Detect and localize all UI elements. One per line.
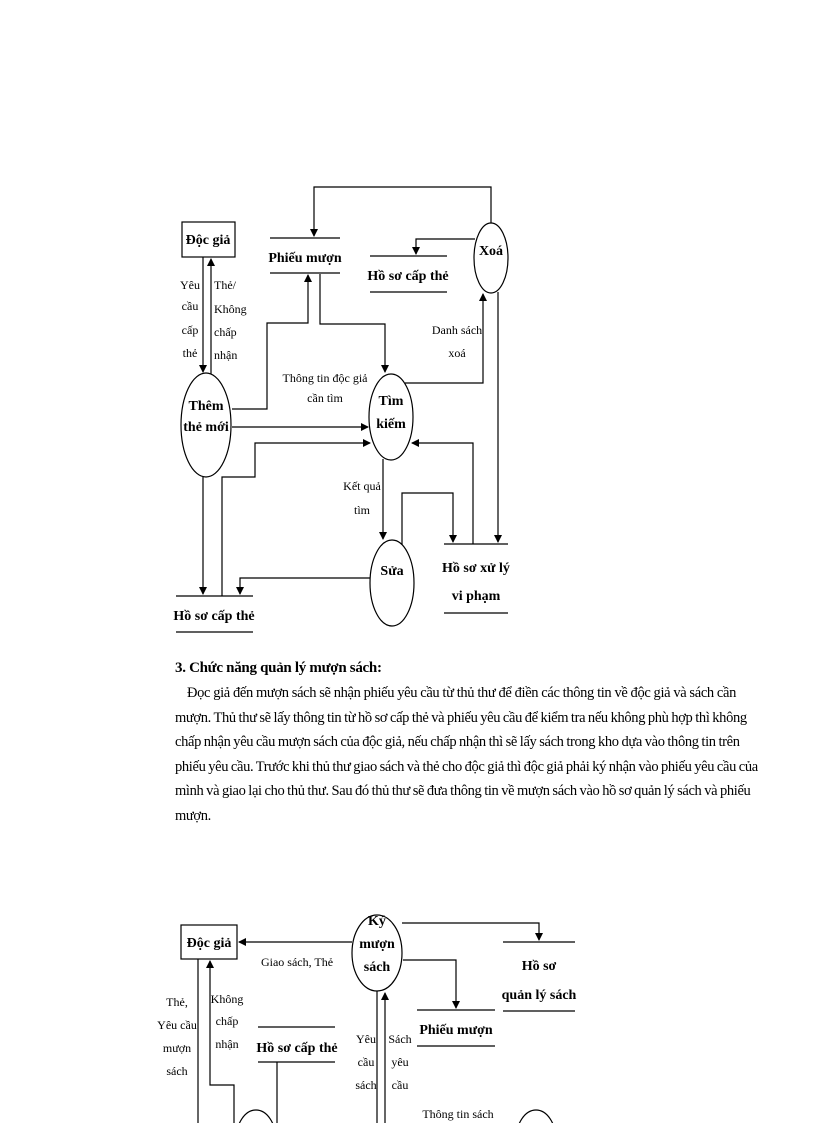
flow-timkiem-to-xoa [405, 293, 487, 384]
svg-text:Phiếu mượn: Phiếu mượn [419, 1023, 493, 1038]
paragraph-line: chấp nhận yêu cầu mượn sách của độc giả,… [175, 734, 740, 750]
svg-text:Yêu cầu: Yêu cầu [157, 1018, 197, 1032]
label-giao-sach-the: Giao sách, Thẻ [261, 955, 333, 969]
flow-phieu-to-timkiem [319, 274, 389, 373]
flow-them-to-phieu [232, 274, 312, 410]
svg-text:Hồ sơ: Hồ sơ [522, 959, 557, 974]
svg-text:quản lý sách: quản lý sách [502, 988, 577, 1003]
store-phieu-muon-label: Phiếu mượn [268, 251, 342, 266]
svg-text:sách: sách [355, 1078, 376, 1092]
svg-text:yêu: yêu [391, 1055, 408, 1069]
flow-ky-to-quanly [402, 922, 543, 941]
store-ho-so-xu-ly-vi-pham: Hồ sơ xử lý vi phạm [442, 543, 510, 614]
flow-xoa-to-phieu [310, 186, 492, 237]
label-thong-tin-doc-gia: Thông tin độc giả cần tìm [283, 371, 369, 405]
diagram-card-management: Độc giả Phiếu mượn Hồ sơ cấp thẻ Xoá Thê… [173, 186, 510, 633]
flow-khong-chap-nhan [206, 960, 235, 1123]
svg-text:Yêu: Yêu [180, 278, 200, 292]
svg-text:xoá: xoá [448, 346, 466, 360]
process-tim-kiem-label-2: kiếm [376, 417, 406, 432]
paragraph-line: mình và giao lại cho thủ thư. Sau đó thủ… [175, 783, 751, 799]
label-khong-chap-nhan: Không chấp nhận [211, 992, 244, 1051]
label-danh-sach-xoa: Danh sách xoá [432, 323, 482, 360]
flow-xuly-to-timkiem [411, 439, 474, 544]
svg-text:chấp: chấp [214, 325, 237, 339]
process-them-label-2: thẻ mới [183, 420, 229, 435]
svg-text:sách: sách [364, 960, 391, 975]
store-xu-ly-label-1: Hồ sơ xử lý [442, 561, 510, 576]
entity-doc-gia-2 [180, 924, 238, 960]
paragraph-line: mượn. Thủ thư sẽ lấy thông tin từ hồ sơ … [175, 709, 747, 726]
store-phieu-muon-2: Phiếu mượn [417, 1009, 495, 1047]
svg-text:Kết quả: Kết quả [343, 479, 381, 493]
svg-text:Sách: Sách [388, 1032, 411, 1046]
diagram-borrowing: Độc giả Ký mượn sách Hồ sơ quản lý sách … [157, 914, 577, 1123]
flow-sua-to-hoso [236, 577, 370, 595]
section-borrowing-function: 3. Chức năng quản lý mượn sách: Đọc giả … [175, 660, 758, 828]
paragraph-line: Đọc giả đến mượn sách sẽ nhận phiếu yêu … [187, 685, 736, 701]
store-ho-so-cap-the-top-label: Hồ sơ cấp thẻ [367, 269, 448, 284]
svg-text:nhận: nhận [214, 348, 237, 362]
store-ho-so-cap-the-top: Hồ sơ cấp thẻ [367, 255, 449, 293]
store-phieu-muon: Phiếu mượn [268, 237, 342, 274]
process-ky-muon-sach: Ký mượn sách [351, 914, 403, 992]
svg-text:cấp: cấp [182, 323, 199, 337]
process-sua: Sửa [369, 539, 415, 627]
process-partial-left [238, 1109, 274, 1123]
store-xu-ly-label-2: vi phạm [452, 589, 501, 604]
svg-text:Thẻ/: Thẻ/ [214, 278, 237, 292]
paragraph-line: phiếu yêu cầu. Trước khi thủ thư giao sá… [175, 758, 758, 775]
svg-text:Danh sách: Danh sách [432, 323, 482, 337]
flow-sua-to-xuly [401, 492, 457, 548]
svg-text:cầu: cầu [392, 1078, 409, 1092]
svg-text:Yêu: Yêu [356, 1032, 376, 1046]
store-ho-so-quan-ly-sach: Hồ sơ quản lý sách [502, 941, 577, 1012]
process-xoa-label: Xoá [479, 244, 503, 259]
entity-doc-gia-2-label: Độc giả [187, 936, 232, 951]
label-yeu-cau-cap-the: Yêu cầu cấp thẻ [180, 278, 200, 360]
flow-hoso-to-timkiem [221, 439, 371, 596]
process-partial-right [518, 1109, 554, 1123]
entity-doc-gia [181, 221, 236, 258]
label-sach-yeu-cau: Sách yêu cầu [388, 1032, 411, 1092]
svg-text:Thẻ,: Thẻ, [166, 995, 188, 1009]
svg-text:Không: Không [211, 992, 244, 1006]
svg-text:Ký: Ký [368, 914, 386, 929]
svg-text:Thông tin độc giả: Thông tin độc giả [283, 371, 369, 385]
svg-text:chấp: chấp [216, 1014, 239, 1028]
svg-text:mượn: mượn [163, 1041, 191, 1055]
label-yeu-cau-sach: Yêu cầu sách [355, 1032, 376, 1092]
entity-doc-gia-label: Độc giả [186, 233, 231, 248]
label-ket-qua-tim: Kết quả tìm [343, 479, 381, 517]
label-thong-tin-sach: Thông tin sách [422, 1107, 493, 1121]
flow-xoa-to-hoso [412, 238, 475, 255]
flow-ky-to-phieu [403, 959, 460, 1009]
svg-text:cần tìm: cần tìm [307, 391, 343, 405]
process-them-label-1: Thêm [189, 399, 224, 414]
svg-text:mượn: mượn [359, 937, 395, 952]
svg-text:nhận: nhận [215, 1037, 238, 1051]
svg-text:thẻ: thẻ [183, 346, 198, 360]
svg-text:sách: sách [166, 1064, 187, 1078]
svg-text:Không: Không [214, 302, 247, 316]
section-heading: 3. Chức năng quản lý mượn sách: [175, 660, 382, 676]
svg-text:tìm: tìm [354, 503, 371, 517]
svg-text:Hồ sơ cấp thẻ: Hồ sơ cấp thẻ [256, 1041, 337, 1056]
process-xoa: Xoá [473, 222, 509, 294]
label-the-yeu-cau-muon-sach: Thẻ, Yêu cầu mượn sách [157, 995, 197, 1078]
process-sua-label: Sửa [380, 564, 403, 579]
store-ho-so-cap-the-bottom: Hồ sơ cấp thẻ [173, 595, 255, 633]
store-ho-so-cap-the-bottom-label: Hồ sơ cấp thẻ [173, 609, 254, 624]
svg-text:cầu: cầu [182, 299, 199, 313]
svg-text:cầu: cầu [358, 1055, 375, 1069]
process-tim-kiem-label-1: Tìm [379, 394, 404, 409]
paragraph-line: mượn. [175, 807, 211, 824]
process-tim-kiem: Tìm kiếm [368, 373, 414, 461]
store-ho-so-cap-the-2: Hồ sơ cấp thẻ [256, 1026, 338, 1063]
process-them-the-moi: Thêm thẻ mới [180, 372, 232, 478]
label-the-khong-chap-nhan: Thẻ/ Không chấp nhận [214, 278, 247, 362]
